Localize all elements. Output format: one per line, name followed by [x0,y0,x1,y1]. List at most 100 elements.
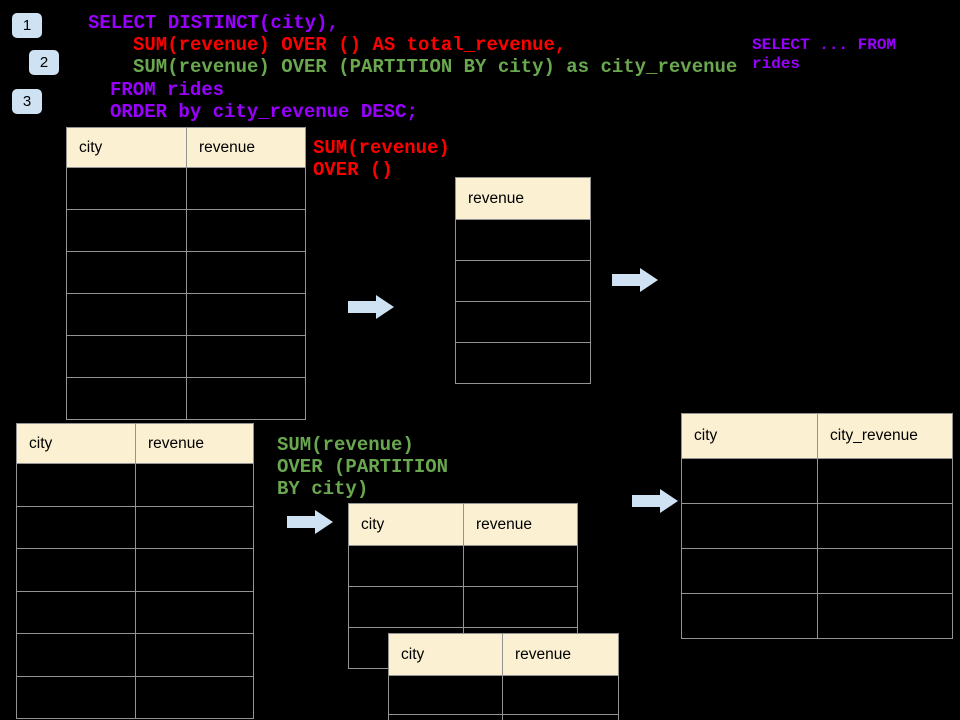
column-header-city: city [16,423,136,464]
table-cell [135,505,254,549]
sql-line-from: FROM rides [110,79,225,101]
table-row [348,586,578,628]
table-row [455,260,591,302]
column-header-revenue: revenue [186,127,306,168]
table-row [16,548,254,592]
table-row [16,590,254,634]
table-partition-front: city revenue [388,633,619,720]
arrow-right-icon [632,489,678,513]
table-cell [463,545,578,587]
column-header-revenue: revenue [463,503,578,546]
column-header-revenue: revenue [455,177,591,220]
column-header-city: city [681,413,818,459]
table-total-revenue-result: revenue [455,177,591,384]
table-cell [16,675,136,719]
table-cell [186,251,306,294]
column-header-city-revenue: city_revenue [817,413,953,459]
sql-line-sum-over-partition: SUM(revenue) OVER (PARTITION BY city) as… [133,56,738,78]
table-row [681,503,953,549]
table-cell [135,675,254,719]
table-cell [348,545,464,587]
table-cell [66,377,187,420]
table-row [66,209,306,252]
table-header-row: city revenue [16,423,254,464]
table-row [388,714,619,720]
table-row [348,545,578,587]
arrow-right-icon [287,510,333,534]
table-city-revenue-result: city city_revenue [681,413,953,639]
table-cell [455,301,591,343]
table-row [66,293,306,336]
table-cell [817,458,953,504]
table-cell [66,251,187,294]
table-row [66,335,306,378]
column-header-city: city [66,127,187,168]
table-row [681,548,953,594]
table-cell [186,377,306,420]
step-badge-1: 1 [12,13,42,38]
table-source-rides-top: city revenue [66,127,306,420]
table-cell [388,675,503,715]
sql-line-select-distinct: SELECT DISTINCT(city), [88,12,339,34]
table-cell [388,714,503,720]
table-row [16,675,254,719]
table-cell [348,586,464,628]
table-header-row: city city_revenue [681,413,953,459]
table-cell [455,342,591,384]
table-row [66,377,306,420]
table-row [66,251,306,294]
table-cell [681,548,818,594]
table-cell [817,548,953,594]
table-row [16,463,254,507]
table-cell [66,209,187,252]
table-cell [16,505,136,549]
table-cell [502,675,619,715]
arrow-right-icon [348,295,394,319]
table-cell [135,633,254,677]
table-source-rides-bottom: city revenue [16,423,254,719]
sql-line-order-by: ORDER by city_revenue DESC; [110,101,418,123]
table-cell [681,503,818,549]
table-cell [16,548,136,592]
table-cell [455,260,591,302]
table-header-row: city revenue [66,127,306,168]
table-cell [186,335,306,378]
column-header-city: city [348,503,464,546]
table-row [455,301,591,343]
table-cell [16,463,136,507]
table-cell [817,503,953,549]
table-cell [16,590,136,634]
table-cell [186,167,306,210]
table-row [455,342,591,384]
table-row [16,633,254,677]
table-cell [681,593,818,639]
table-cell [135,463,254,507]
table-cell [135,590,254,634]
table-cell [502,714,619,720]
column-header-city: city [388,633,503,676]
annotation-sum-over-partition: SUM(revenue) OVER (PARTITION BY city) [277,434,449,500]
table-row [681,593,953,639]
table-row [455,219,591,261]
table-cell [455,219,591,261]
table-header-row: city revenue [348,503,578,546]
table-header-row: city revenue [388,633,619,676]
step-badge-2: 2 [29,50,59,75]
sql-line-sum-over-total: SUM(revenue) OVER () AS total_revenue, [133,34,567,56]
table-row [681,458,953,504]
column-header-revenue: revenue [135,423,254,464]
annotation-sum-over-empty: SUM(revenue) OVER () [313,137,450,181]
table-cell [66,167,187,210]
table-cell [66,293,187,336]
table-row [16,505,254,549]
table-cell [186,209,306,252]
table-cell [186,293,306,336]
table-row [66,167,306,210]
table-row [388,675,619,715]
arrow-right-icon [612,268,658,292]
table-cell [135,548,254,592]
column-header-revenue: revenue [502,633,619,676]
table-header-row: revenue [455,177,591,220]
table-cell [681,458,818,504]
